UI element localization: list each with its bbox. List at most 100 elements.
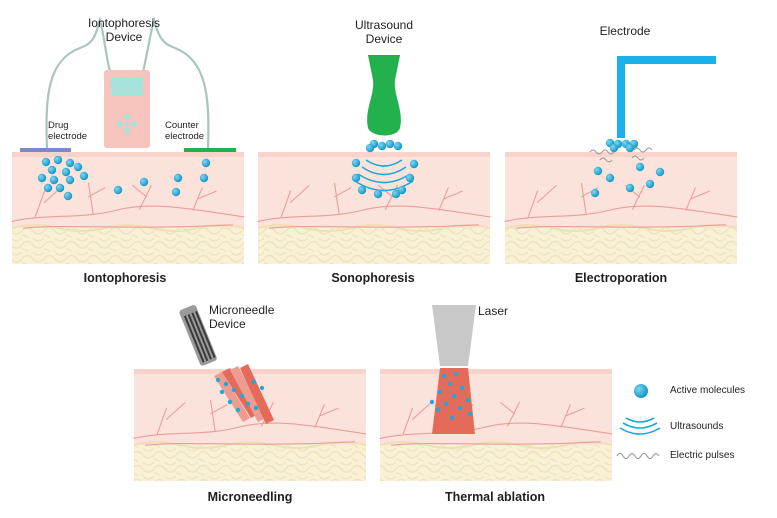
active-molecule bbox=[215, 377, 221, 383]
active-molecule bbox=[447, 381, 453, 387]
drug-electrode bbox=[20, 148, 71, 152]
active-molecule bbox=[590, 188, 600, 198]
active-molecule bbox=[593, 166, 603, 176]
active-molecule bbox=[65, 175, 75, 185]
active-molecule bbox=[373, 189, 383, 199]
active-molecule bbox=[385, 139, 395, 149]
active-molecule bbox=[173, 173, 183, 183]
legend-ultrasounds-icon bbox=[619, 417, 661, 435]
ultrasound-device-label: Ultrasound Device bbox=[354, 18, 414, 46]
counter-electrode-label: Counter electrode bbox=[165, 120, 205, 142]
active-molecule bbox=[201, 158, 211, 168]
active-molecule bbox=[625, 183, 635, 193]
active-molecule bbox=[223, 381, 229, 387]
active-molecule bbox=[645, 179, 655, 189]
microneedle-device-label: Microneedle Device bbox=[209, 303, 275, 331]
active-molecule bbox=[253, 405, 259, 411]
active-molecule bbox=[625, 143, 635, 153]
electroporation-caption: Electroporation bbox=[574, 271, 668, 285]
active-molecule bbox=[235, 407, 241, 413]
active-molecule bbox=[397, 185, 407, 195]
drug-electrode-label: Drug electrode bbox=[48, 120, 88, 142]
active-molecules-group bbox=[37, 138, 665, 421]
active-molecule bbox=[113, 185, 123, 195]
electroporation-electrode bbox=[589, 56, 716, 163]
active-molecule bbox=[37, 173, 47, 183]
ultrasound-waves bbox=[354, 159, 414, 192]
active-molecule bbox=[437, 389, 443, 395]
legend-ultrasounds-label: Ultrasounds bbox=[670, 421, 724, 432]
active-molecule bbox=[405, 173, 415, 183]
thermal-ablation-caption: Thermal ablation bbox=[444, 490, 546, 504]
sonophoresis-skin bbox=[257, 152, 491, 264]
active-molecule bbox=[429, 399, 435, 405]
electrode-label: Electrode bbox=[599, 24, 651, 38]
active-molecule bbox=[79, 171, 89, 181]
active-molecule bbox=[451, 393, 457, 399]
counter-electrode bbox=[184, 148, 236, 152]
active-molecule bbox=[139, 177, 149, 187]
ultrasound-device bbox=[354, 55, 414, 192]
active-molecule bbox=[465, 397, 471, 403]
active-molecule bbox=[409, 159, 419, 169]
microneedle-device bbox=[179, 305, 274, 424]
electric-pulses bbox=[589, 147, 653, 163]
active-molecule bbox=[199, 173, 209, 183]
active-molecule bbox=[231, 387, 237, 393]
active-molecule bbox=[63, 191, 73, 201]
active-molecule bbox=[441, 373, 447, 379]
device-keypad bbox=[117, 114, 137, 134]
active-molecule bbox=[351, 158, 361, 168]
active-molecule bbox=[41, 157, 51, 167]
active-molecule bbox=[43, 183, 53, 193]
laser-device bbox=[432, 305, 476, 434]
active-molecule bbox=[227, 399, 233, 405]
device-screen bbox=[111, 78, 143, 95]
active-molecule bbox=[605, 173, 615, 183]
active-molecule bbox=[443, 401, 449, 407]
active-molecule bbox=[391, 189, 401, 199]
active-molecule bbox=[449, 415, 455, 421]
active-molecule bbox=[377, 141, 387, 151]
active-molecule bbox=[251, 379, 257, 385]
active-molecule bbox=[65, 158, 75, 168]
active-molecule bbox=[245, 401, 251, 407]
active-molecule bbox=[219, 389, 225, 395]
active-molecule bbox=[459, 385, 465, 391]
legend-electric-pulses-icon bbox=[616, 452, 660, 460]
active-molecule bbox=[655, 167, 665, 177]
legend-electric-pulses-label: Electric pulses bbox=[670, 450, 735, 461]
iontophoresis-skin bbox=[11, 152, 245, 264]
legend-active-molecules-label: Active molecules bbox=[670, 385, 746, 396]
active-molecule bbox=[49, 175, 59, 185]
ablation-zone bbox=[432, 368, 475, 434]
sonophoresis-caption: Sonophoresis bbox=[331, 271, 415, 285]
active-molecule bbox=[357, 185, 367, 195]
active-molecule bbox=[47, 165, 57, 175]
active-molecule bbox=[53, 155, 63, 165]
thermal-ablation-skin bbox=[379, 369, 613, 481]
laser-label: Laser bbox=[478, 304, 509, 318]
blood-vessels bbox=[504, 182, 738, 229]
active-molecule bbox=[73, 162, 83, 172]
iontophoresis-device bbox=[20, 16, 236, 152]
active-molecule bbox=[435, 407, 441, 413]
active-molecule bbox=[453, 371, 459, 377]
active-molecule bbox=[239, 393, 245, 399]
legend-molecule-icon bbox=[634, 384, 648, 398]
legend bbox=[616, 384, 661, 460]
active-molecule bbox=[467, 411, 473, 417]
active-molecule bbox=[393, 141, 403, 151]
active-molecule bbox=[609, 143, 619, 153]
iontophoresis-caption: Iontophoresis bbox=[83, 271, 167, 285]
active-molecule bbox=[457, 405, 463, 411]
electroporation-skin bbox=[504, 152, 738, 264]
active-molecule bbox=[259, 385, 265, 391]
blood-vessels bbox=[133, 399, 367, 446]
active-molecule bbox=[635, 162, 645, 172]
blood-vessels bbox=[11, 182, 245, 229]
active-molecule bbox=[171, 187, 181, 197]
microneedling-caption: Microneedling bbox=[207, 490, 293, 504]
drug-electrode-cable bbox=[45, 16, 112, 149]
